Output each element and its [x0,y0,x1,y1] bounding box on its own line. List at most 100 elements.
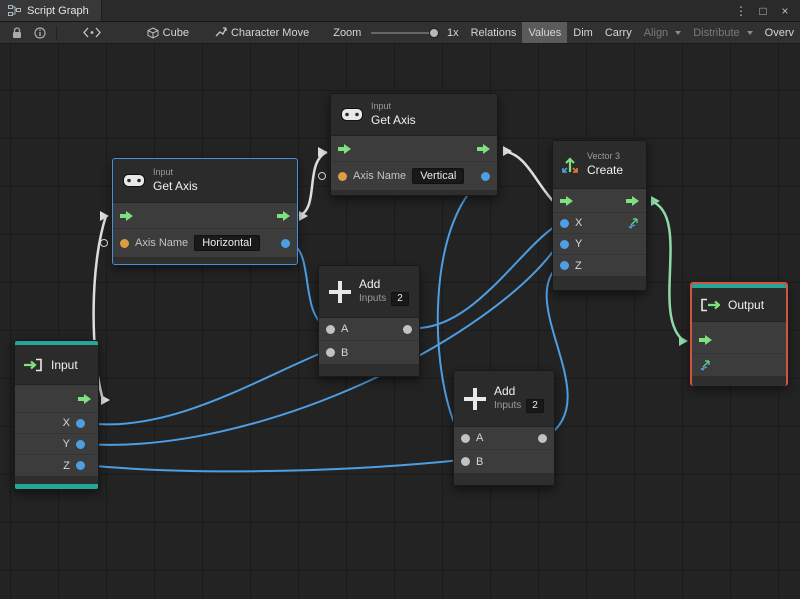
info-button[interactable] [28,22,52,43]
port-label: Z [575,259,582,272]
value-out-port[interactable] [481,171,490,181]
breadcrumb-graph[interactable]: Character Move [209,22,315,43]
inputs-label: Inputs [359,292,387,304]
value-in-port[interactable] [560,239,569,249]
value-out-port[interactable] [76,461,85,470]
script-graph-icon [8,5,21,16]
port-label: A [476,432,484,444]
flow-in-port[interactable] [699,334,712,345]
value-out-port[interactable] [538,433,547,443]
string-port[interactable] [120,238,129,248]
node-header[interactable]: Input Get Axis [331,94,497,136]
chevron-down-icon [675,30,682,35]
kebab-menu-icon[interactable]: ⋮ [735,3,747,18]
wire-flow-getaxis-vertical-to-vector3[interactable] [502,149,554,202]
tab-script-graph[interactable]: Script Graph [0,0,102,21]
port-row-z: Z [553,255,646,276]
lock-button[interactable] [6,22,28,43]
axis-name-field[interactable]: Vertical [412,168,465,184]
wire-arrowhead [679,336,688,346]
zoom-to-fit-button[interactable] [77,22,107,43]
dropdown-distribute[interactable]: Distribute [687,22,758,43]
node-footer [454,473,554,485]
flow-out-port[interactable] [78,393,91,404]
inputs-count-field[interactable]: 2 [526,398,544,414]
maximize-icon[interactable]: □ [759,3,767,18]
breadcrumb-gameobject[interactable]: Cube [141,22,195,43]
toolbar-separator [56,25,57,40]
node-header[interactable]: Add Inputs 2 [454,371,554,427]
value-in-port[interactable] [560,261,569,270]
node-get-axis-horizontal[interactable]: Input Get Axis Axis Name Horizontal [100,158,298,265]
value-in-port[interactable] [461,433,470,443]
value-out-port[interactable] [403,324,412,334]
value-out-port[interactable] [76,418,85,428]
wire-value-add1-to-vector3-x[interactable] [410,224,558,330]
flow-in-port[interactable] [338,143,351,154]
flow-out-port[interactable] [626,195,639,206]
zoom-slider[interactable] [371,27,440,38]
node-footer [553,276,646,290]
toggle-relations[interactable]: Relations [470,26,517,39]
inputs-count-field[interactable]: 2 [391,291,409,307]
gamepad-icon [341,108,363,121]
port-label: B [341,346,349,359]
node-title: Input [51,357,78,372]
node-vector3-create[interactable]: Vector 3 Create X Y [552,140,647,291]
target-port-ring[interactable] [318,172,326,180]
dropdown-align-label: Align [643,26,669,39]
node-header[interactable]: Output [692,288,786,322]
toggle-dim[interactable]: Dim [573,26,593,39]
value-out-port[interactable] [281,238,290,248]
target-port-ring[interactable] [100,239,108,247]
wire-flow-getaxis-horizontal-to-vertical[interactable] [298,150,328,218]
node-graph-input[interactable]: Input X Y Z [14,340,99,490]
string-port[interactable] [338,171,347,181]
flow-port-row [113,203,297,229]
node-header[interactable]: Add Inputs 2 [319,266,419,318]
node-add-2[interactable]: Add Inputs 2 A B [453,370,555,486]
node-add-1[interactable]: Add Inputs 2 A B [318,265,420,377]
unit-accent-bar-bottom [15,484,98,489]
close-icon[interactable]: × [781,3,789,18]
dropdown-distribute-label: Distribute [693,26,740,39]
node-footer [15,476,98,484]
wire-flow-vector3-to-output[interactable] [650,199,685,343]
port-label: Y [575,238,583,250]
wire-value-inputx-to-add1-b[interactable] [83,350,327,426]
zoom-value: 1x [446,26,459,39]
graph-canvas[interactable]: Input Get Axis Axis Name Vertical [0,44,800,599]
flow-in-port[interactable] [560,195,573,206]
flow-out-port[interactable] [277,210,290,221]
inputs-label: Inputs [494,399,522,411]
vector-expand-icon[interactable] [699,359,711,371]
flow-in-port[interactable] [120,210,133,221]
flow-port-row [331,136,497,162]
vector-expand-icon[interactable] [627,217,639,229]
node-graph-output[interactable]: Output [690,282,788,386]
toggle-overview[interactable]: Overv [764,26,794,39]
node-header[interactable]: Input [15,345,98,385]
node-header[interactable]: Input Get Axis [113,159,297,203]
value-in-port[interactable] [461,457,470,466]
node-get-axis-vertical[interactable]: Input Get Axis Axis Name Vertical [318,93,498,196]
toggle-values[interactable]: Values [522,22,568,43]
param-row: Axis Name Horizontal [113,229,297,257]
node-footer [331,190,497,195]
value-out-port[interactable] [76,439,85,449]
value-in-port[interactable] [560,218,569,228]
flow-port-row [692,326,786,354]
toggle-carry[interactable]: Carry [604,26,632,39]
zoom-slider-handle[interactable] [429,27,440,38]
port-label: Y [62,438,70,450]
value-in-port[interactable] [326,348,335,357]
axis-name-field[interactable]: Horizontal [194,235,260,251]
flow-out-port[interactable] [477,143,490,154]
node-title: Create [587,162,624,177]
unit-accent-bar [692,284,786,288]
lock-icon [13,26,21,38]
dropdown-align[interactable]: Align [638,22,687,43]
wire-value-inputz-to-add2-b[interactable] [83,459,462,473]
node-header[interactable]: Vector 3 Create [553,141,646,189]
value-in-port[interactable] [326,324,335,334]
